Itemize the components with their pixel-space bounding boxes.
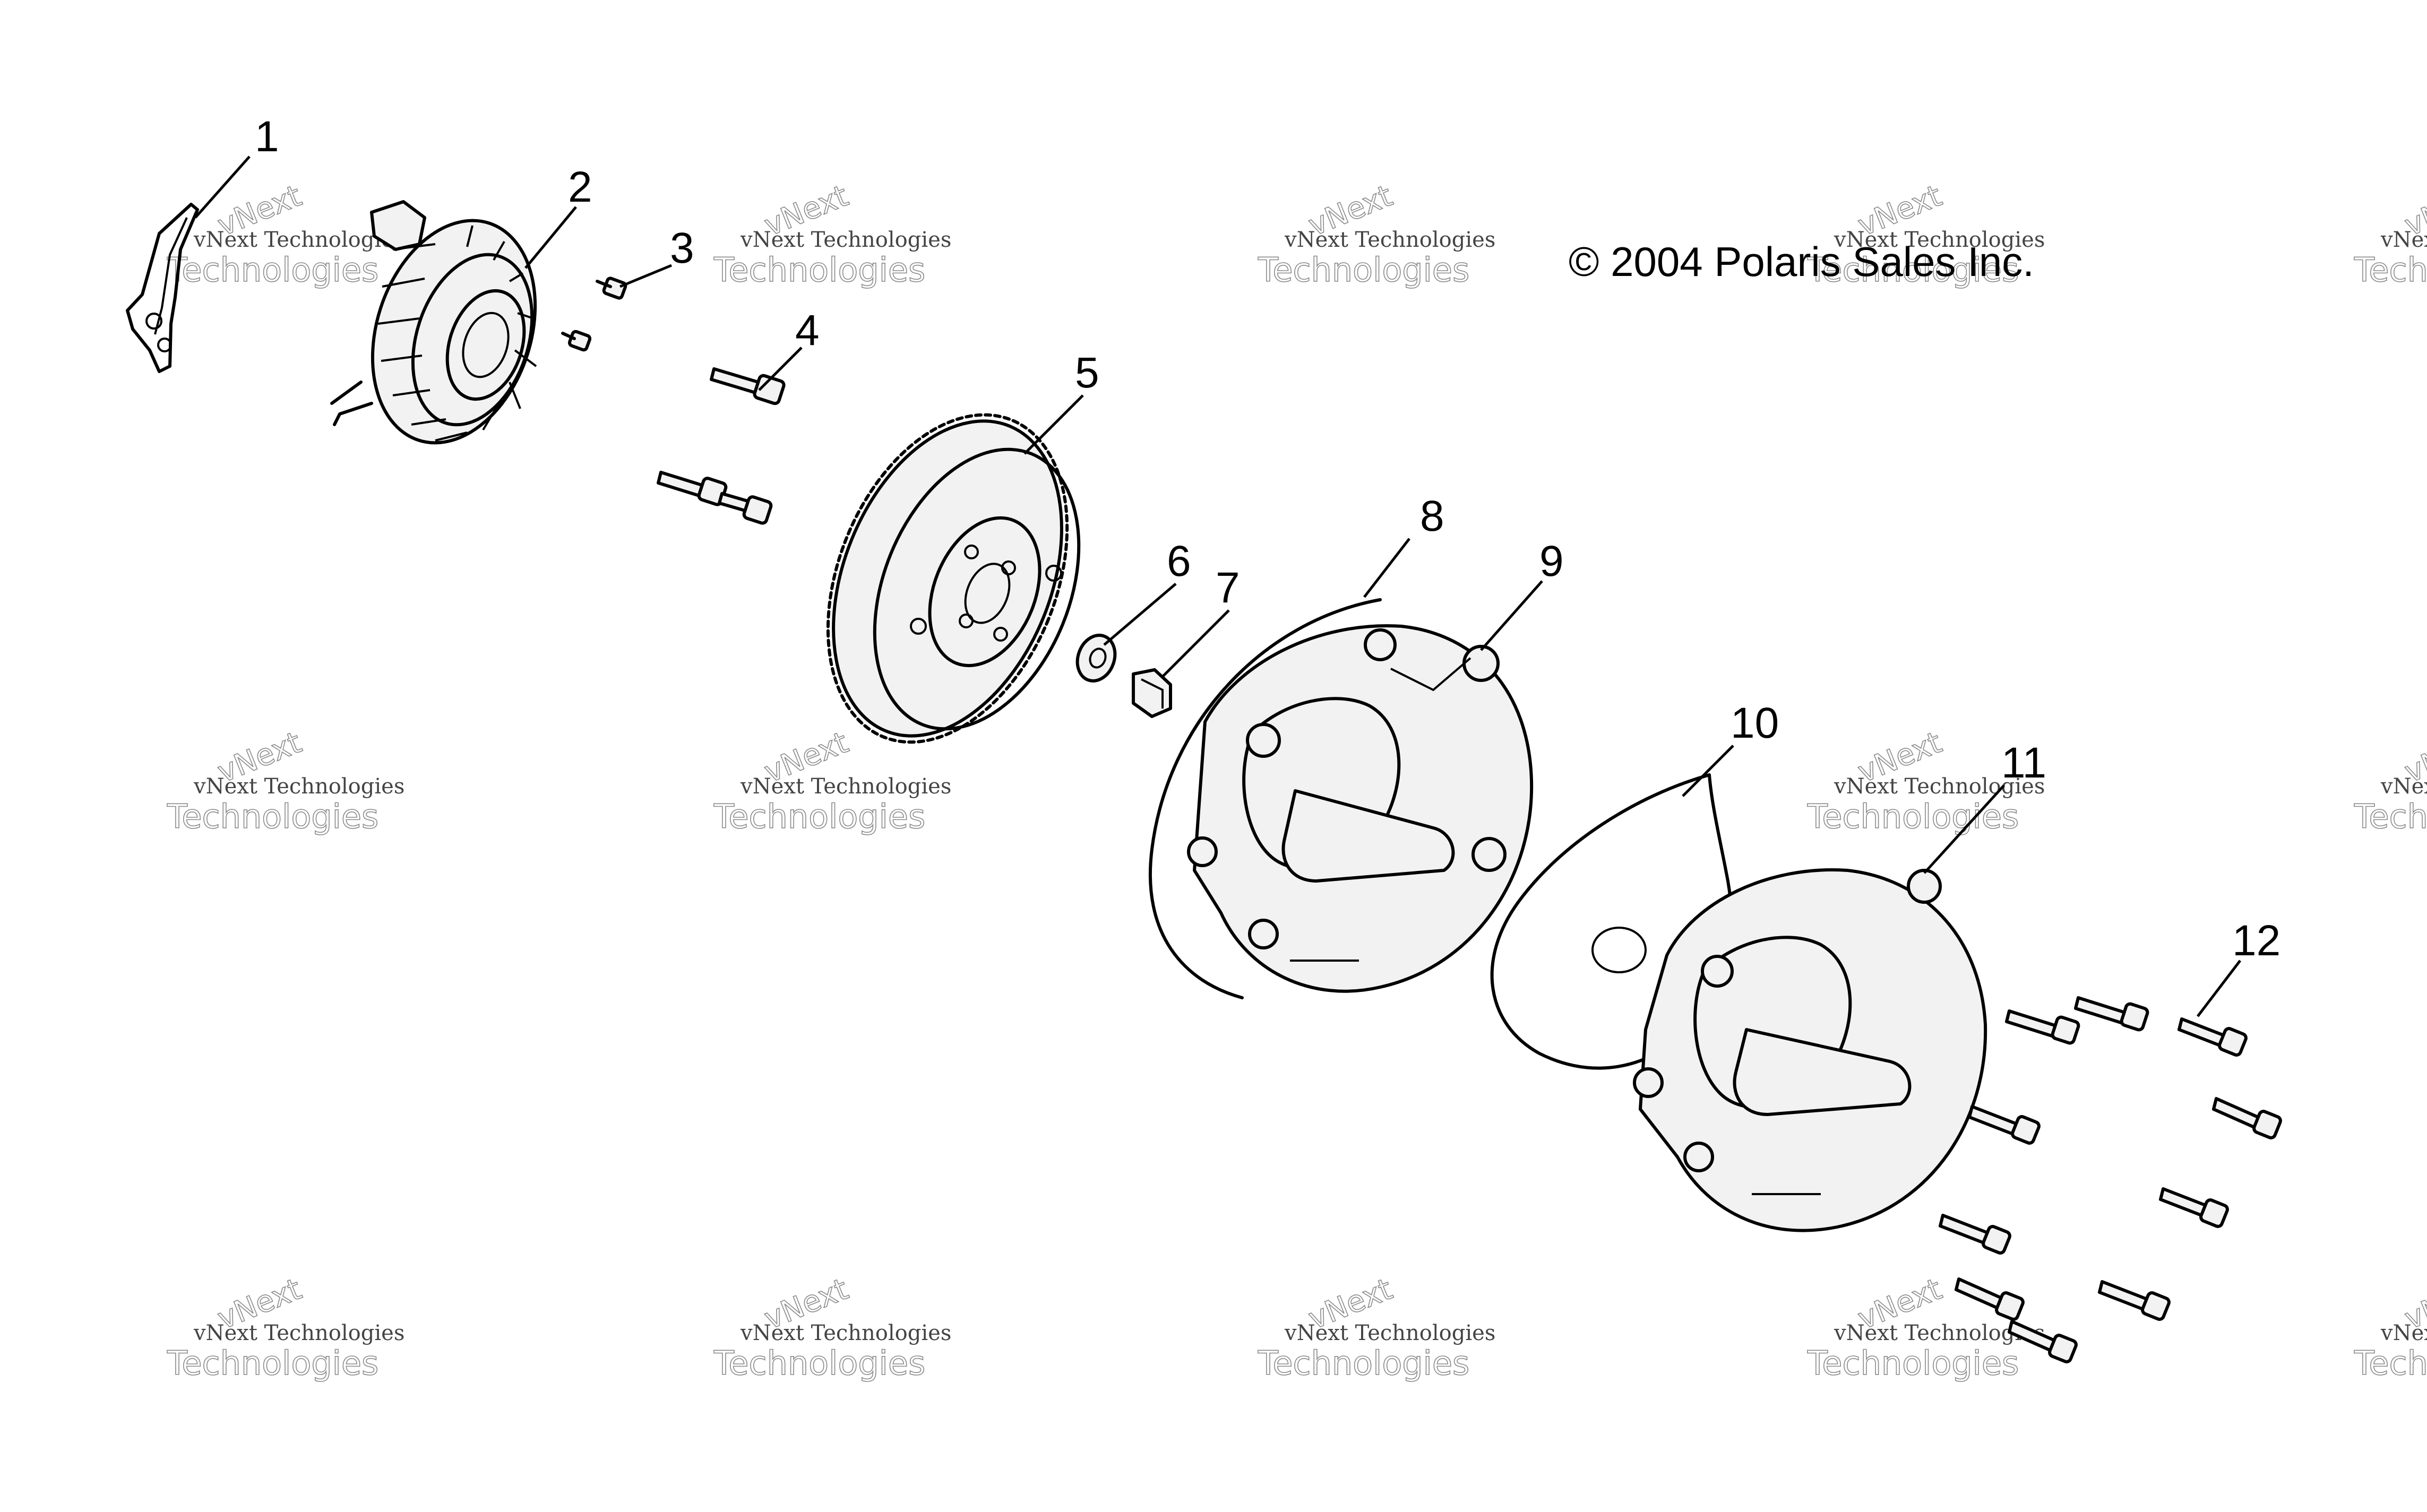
callout-10[interactable]: 10 [1731,699,1779,747]
copyright-notice: © 2004 Polaris Sales Inc. [1569,238,2034,285]
watermark-large: Technologies [2354,1344,2427,1383]
watermark-small: vNext Technologies [2380,228,2427,252]
callout-6[interactable]: 6 [1167,537,1191,585]
watermark-large: Technologies [1807,250,2019,289]
watermark-small: vNext Technologies [1284,228,1495,252]
part-6-washer[interactable] [1071,630,1121,686]
watermark-small: vNext Technologies [740,228,951,252]
watermark-small: vNext Technologies [1834,774,2045,799]
part-5-flywheel[interactable] [782,379,1117,778]
part-12-cover-bolts[interactable] [1939,996,2282,1363]
part-4-bolts[interactable] [657,367,786,525]
callout-5[interactable]: 5 [1075,349,1099,397]
watermark-small: vNext Technologies [1284,1321,1495,1345]
watermark-large: Technologies [1258,1344,1469,1383]
watermark-small: vNext Technologies [2380,1321,2427,1345]
watermark-large: Technologies [1807,797,2019,836]
callout-9[interactable]: 9 [1539,537,1564,585]
watermark-large: Technologies [713,797,925,836]
part-7-nut[interactable] [1132,668,1172,718]
part-9-inner-cover[interactable] [1187,624,1534,993]
callout-4[interactable]: 4 [795,306,820,355]
watermark-small: vNext Technologies [740,774,951,799]
callout-labels: 1 2 3 4 5 6 7 8 9 10 11 12 [255,113,2280,965]
callout-8[interactable]: 8 [1420,492,1444,540]
watermark-large: Technologies [2354,797,2427,836]
watermark-large: Technologies [167,250,378,289]
part-11-outer-cover[interactable] [1633,868,1987,1232]
watermark-small: vNext Technologies [1834,228,2045,252]
watermark-large: Technologies [713,250,925,289]
watermark-large: Technologies [2354,250,2427,289]
callout-11[interactable]: 11 [2001,739,2046,787]
watermark-small: vNext Technologies [193,228,404,252]
watermark-large: Technologies [713,1344,925,1383]
callout-2[interactable]: 2 [568,163,592,211]
callout-3[interactable]: 3 [670,224,694,272]
callout-12[interactable]: 12 [2232,917,2280,965]
watermark-small: vNext Technologies [2380,774,2427,799]
watermark-small: vNext Technologies [193,1321,404,1345]
part-3-screws[interactable] [561,277,627,352]
callout-1[interactable]: 1 [255,113,279,161]
part-2-stator[interactable] [330,200,562,464]
watermark-small: vNext Technologies [740,1321,951,1345]
watermark-large: Technologies [167,797,378,836]
callout-7[interactable]: 7 [1216,564,1240,612]
part-10-gasket[interactable] [1490,773,1733,1070]
part-1-bracket[interactable] [126,203,199,373]
callout-leaders [194,155,2241,1017]
watermark-large: Technologies [167,1344,378,1383]
watermark-large: Technologies [1258,250,1469,289]
watermark-large: Technologies [1807,1344,2019,1383]
watermark-small: vNext Technologies [193,774,404,799]
part-8-cover-gasket[interactable] [1148,598,1382,999]
